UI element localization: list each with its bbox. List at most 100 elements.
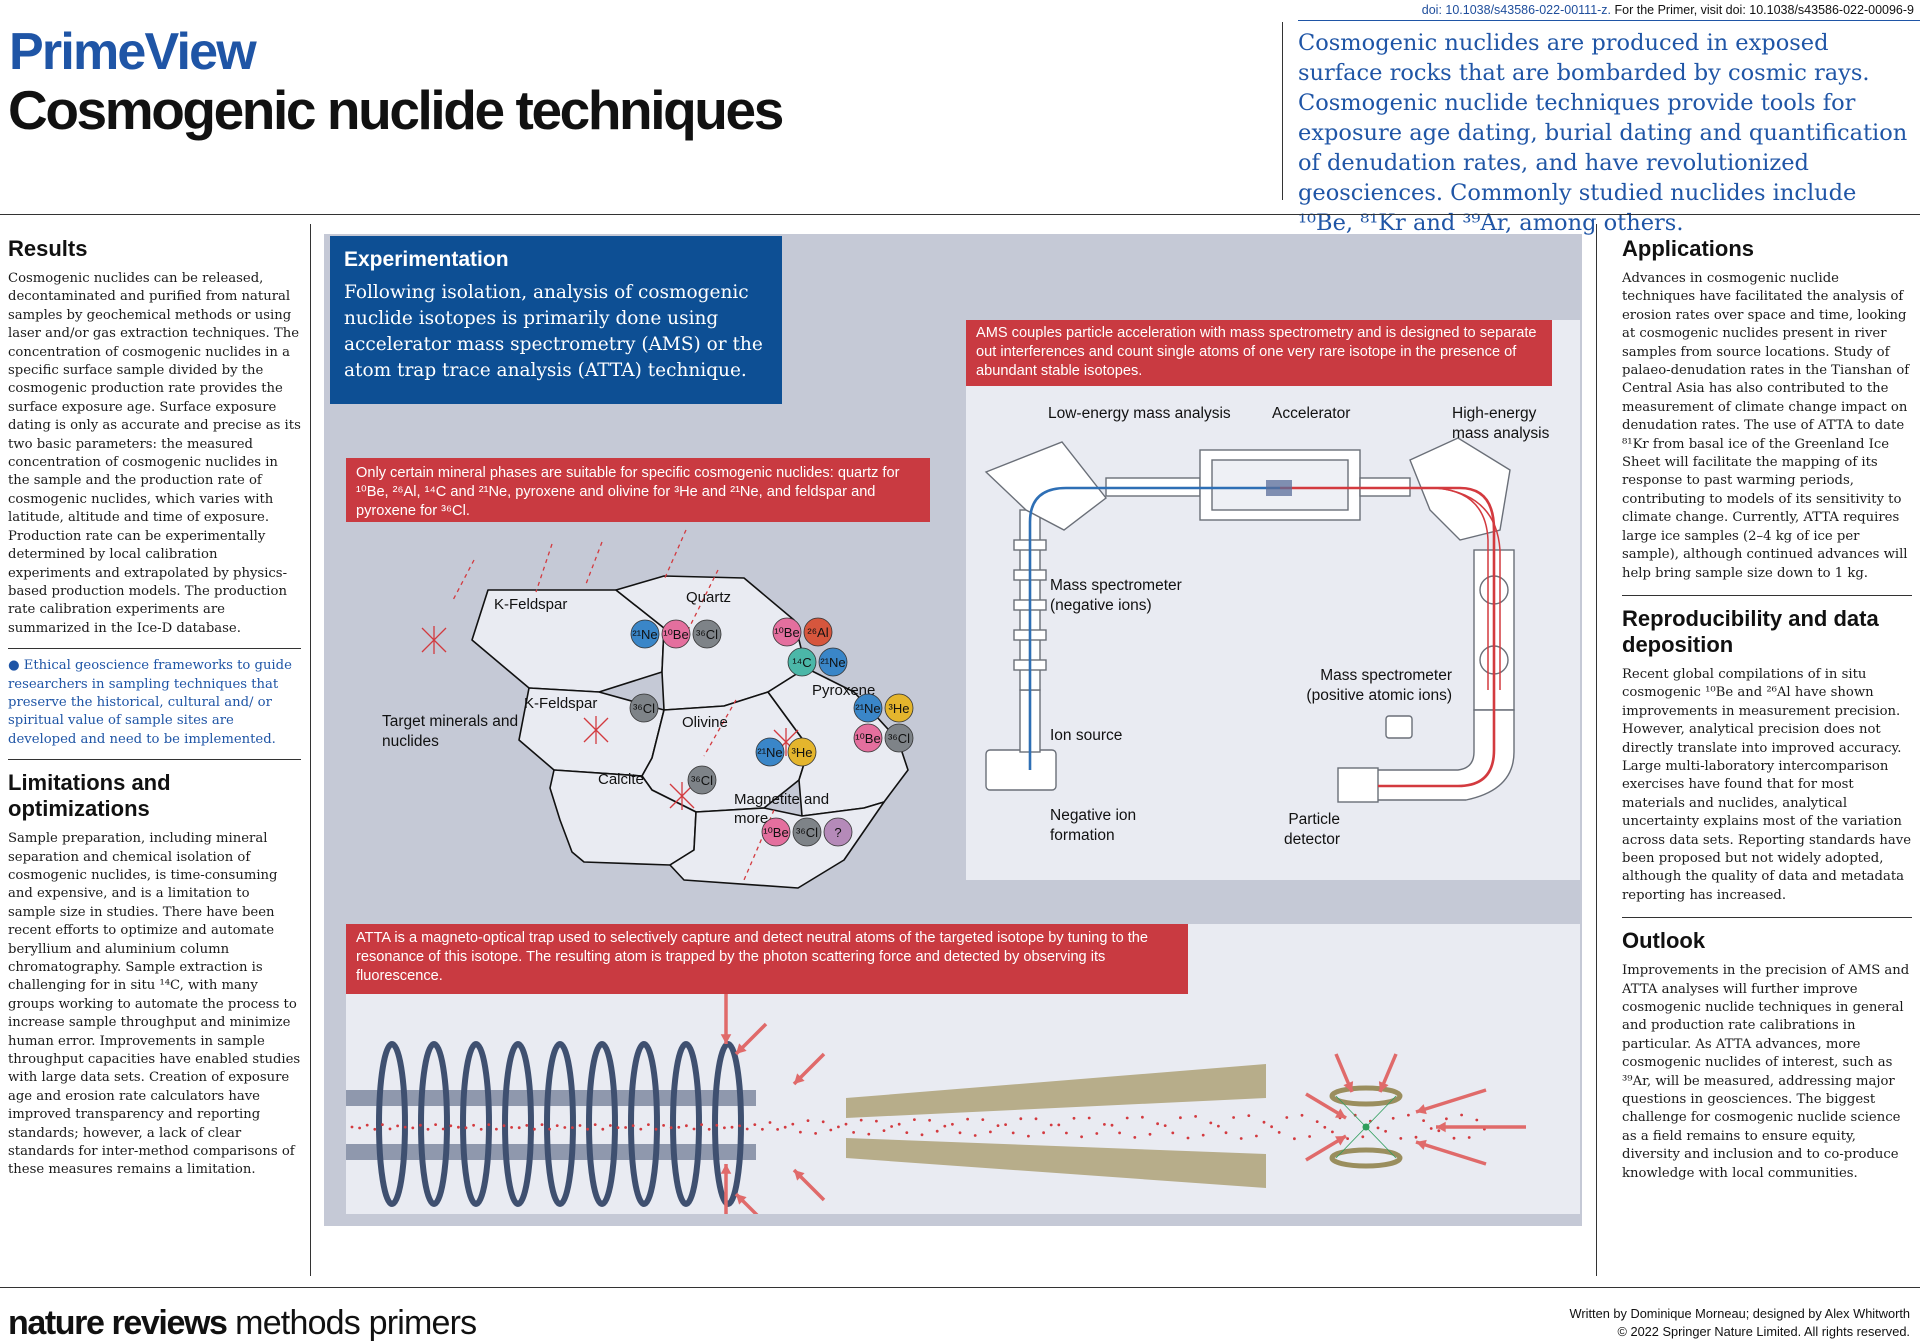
nuclide-label: ³⁶Cl bbox=[691, 773, 713, 788]
nuclide-label: ³⁶Cl bbox=[796, 825, 818, 840]
page-title: Cosmogenic nuclide techniques bbox=[8, 79, 784, 141]
nuclide-ball bbox=[853, 693, 883, 723]
experimentation-box: Experimentation Following isolation, ana… bbox=[330, 236, 782, 404]
nuclide-ball bbox=[787, 647, 817, 677]
positive-ion-beam bbox=[1280, 486, 1496, 788]
limitations-body: Sample preparation, including mineral se… bbox=[8, 831, 301, 1178]
right-rule-1 bbox=[1622, 594, 1912, 596]
nuclide-ball bbox=[661, 619, 691, 649]
nuclide-ball bbox=[692, 619, 722, 649]
header-divider bbox=[1282, 22, 1283, 200]
nuclide-ball bbox=[630, 619, 660, 649]
brand-title: PrimeView bbox=[9, 23, 257, 81]
laser-arrows bbox=[720, 994, 1526, 1214]
reproducibility-body: Recent global compilations of in situ co… bbox=[1622, 666, 1912, 903]
nuclide-ball bbox=[772, 617, 802, 647]
nuclide-ball bbox=[761, 817, 791, 847]
journal-name-light: methods primers bbox=[226, 1304, 477, 1342]
ethics-bullet: ● Ethical geoscience frameworks to guide… bbox=[8, 658, 292, 747]
header-bottom-rule bbox=[0, 214, 1920, 215]
nuclide-ball bbox=[787, 737, 817, 767]
applications-heading: Applications bbox=[1622, 236, 1755, 261]
laser-cone bbox=[846, 1064, 1266, 1118]
nuclide-label: ³⁶Cl bbox=[888, 731, 910, 746]
nuclide-label: ²⁶Al bbox=[807, 625, 828, 640]
credits: Written by Dominique Morneau; designed b… bbox=[1570, 1305, 1910, 1341]
minerals-diagram: K-Feldspar Quartz K-Feldspar Olivine Pyr… bbox=[421, 529, 914, 889]
atta-diagram bbox=[346, 994, 1526, 1214]
nuclide-ball bbox=[823, 817, 853, 847]
left-column: Results Cosmogenic nuclides can be relea… bbox=[8, 236, 301, 1180]
results-heading: Results bbox=[8, 236, 88, 261]
left-rule-1 bbox=[8, 648, 301, 650]
grain-name-kfeldspar-1: K-Feldspar bbox=[494, 596, 567, 613]
copyright: © 2022 Springer Nature Limited. All righ… bbox=[1617, 1324, 1910, 1339]
nuclide-label: ¹⁴C bbox=[792, 655, 811, 670]
nuclide-label: ³⁶Cl bbox=[696, 627, 718, 642]
label-ms-positive: Mass spectrometer (positive atomic ions) bbox=[1306, 667, 1452, 704]
nuclide-label: ¹⁰Be bbox=[855, 731, 880, 746]
header-rule bbox=[1298, 20, 1920, 21]
trapped-atom bbox=[1362, 1123, 1370, 1131]
outlook-body: Improvements in the precision of AMS and… bbox=[1622, 963, 1910, 1181]
nuclide-label: ¹⁰Be bbox=[663, 627, 688, 642]
intro-text: Cosmogenic nuclides are produced in expo… bbox=[1298, 30, 1908, 236]
nuclide-ball bbox=[884, 693, 914, 723]
right-rule-2 bbox=[1622, 917, 1912, 919]
target-minerals-label: Target minerals and nuclides bbox=[382, 713, 519, 750]
nuclide-label: ²¹Ne bbox=[820, 655, 845, 670]
nuclide-label: ³⁶Cl bbox=[633, 701, 655, 716]
nuclide-ball bbox=[818, 647, 848, 677]
author-credit: Written by Dominique Morneau; designed b… bbox=[1569, 1306, 1910, 1321]
low-energy-magnet bbox=[984, 441, 1107, 531]
right-column: Applications Advances in cosmogenic nucl… bbox=[1622, 236, 1912, 1183]
label-ms-negative: Mass spectrometer (negative ions) bbox=[1050, 577, 1182, 614]
journal-name-bold: nature reviews bbox=[8, 1304, 228, 1342]
outlook-heading: Outlook bbox=[1622, 928, 1706, 954]
doi-line: doi: 10.1038/s43586-022-00111-z. For the… bbox=[1422, 3, 1914, 17]
atom-beam-dots bbox=[350, 1113, 1486, 1141]
nuclide-ball bbox=[803, 617, 833, 647]
results-body: Cosmogenic nuclides can be released, dec… bbox=[8, 271, 301, 636]
grain-name-pyroxene: Pyroxene bbox=[812, 682, 875, 699]
negative-ion-beam bbox=[1028, 486, 1280, 770]
label-accelerator: Accelerator bbox=[1272, 405, 1351, 422]
minerals-caption: Only certain mineral phases are suitable… bbox=[346, 458, 930, 522]
grain-name-olivine: Olivine bbox=[682, 714, 728, 731]
limitations-heading: Limitations and optimizations bbox=[8, 770, 171, 822]
atta-caption: ATTA is a magneto-optical trap used to s… bbox=[346, 924, 1188, 994]
nuclide-label: ³He bbox=[889, 701, 910, 716]
reproducibility-heading: Reproducibility and data deposition bbox=[1622, 605, 1879, 657]
trap-rings bbox=[1329, 1085, 1403, 1169]
nuclide-label: ²¹Ne bbox=[632, 627, 657, 642]
experimentation-body: Following isolation, analysis of cosmoge… bbox=[344, 282, 763, 381]
label-ion-source: Ion source bbox=[1050, 727, 1123, 744]
nuclide-label: ? bbox=[834, 825, 841, 840]
grain-name-calcite: Calcite bbox=[598, 771, 644, 788]
left-divider bbox=[310, 224, 311, 1276]
ams-diagram bbox=[984, 437, 1515, 803]
nuclide-label: ²¹Ne bbox=[855, 701, 880, 716]
ion-source bbox=[985, 749, 1057, 791]
footer-rule bbox=[0, 1287, 1920, 1288]
nuclide-label: ²¹Ne bbox=[757, 745, 782, 760]
left-rule-2 bbox=[8, 759, 301, 761]
label-low-energy: Low-energy mass analysis bbox=[1048, 405, 1231, 422]
nuclide-label: ¹⁰Be bbox=[774, 625, 799, 640]
doi-note: For the Primer, visit doi: 10.1038/s4358… bbox=[1611, 3, 1915, 17]
experimentation-heading: Experimentation bbox=[344, 248, 509, 271]
particle-detector bbox=[1337, 767, 1379, 803]
nuclide-label: ¹⁰Be bbox=[763, 825, 788, 840]
zeeman-coil bbox=[376, 1041, 744, 1207]
ams-caption: AMS couples particle acceleration with m… bbox=[966, 320, 1552, 386]
nuclide-ball bbox=[792, 817, 822, 847]
nuclide-ball bbox=[884, 723, 914, 753]
label-negative-ion: Negative ion formation bbox=[1050, 807, 1137, 844]
right-divider bbox=[1596, 224, 1597, 1276]
doi-link[interactable]: doi: 10.1038/s43586-022-00111-z. bbox=[1421, 3, 1612, 17]
nuclide-label: ³He bbox=[792, 745, 813, 760]
journal-name: nature reviews methods primers bbox=[8, 1304, 477, 1343]
nuclide-ball bbox=[853, 723, 883, 753]
grain-name-quartz: Quartz bbox=[686, 589, 731, 606]
grain-name-kfeldspar-2: K-Feldspar bbox=[524, 695, 597, 712]
